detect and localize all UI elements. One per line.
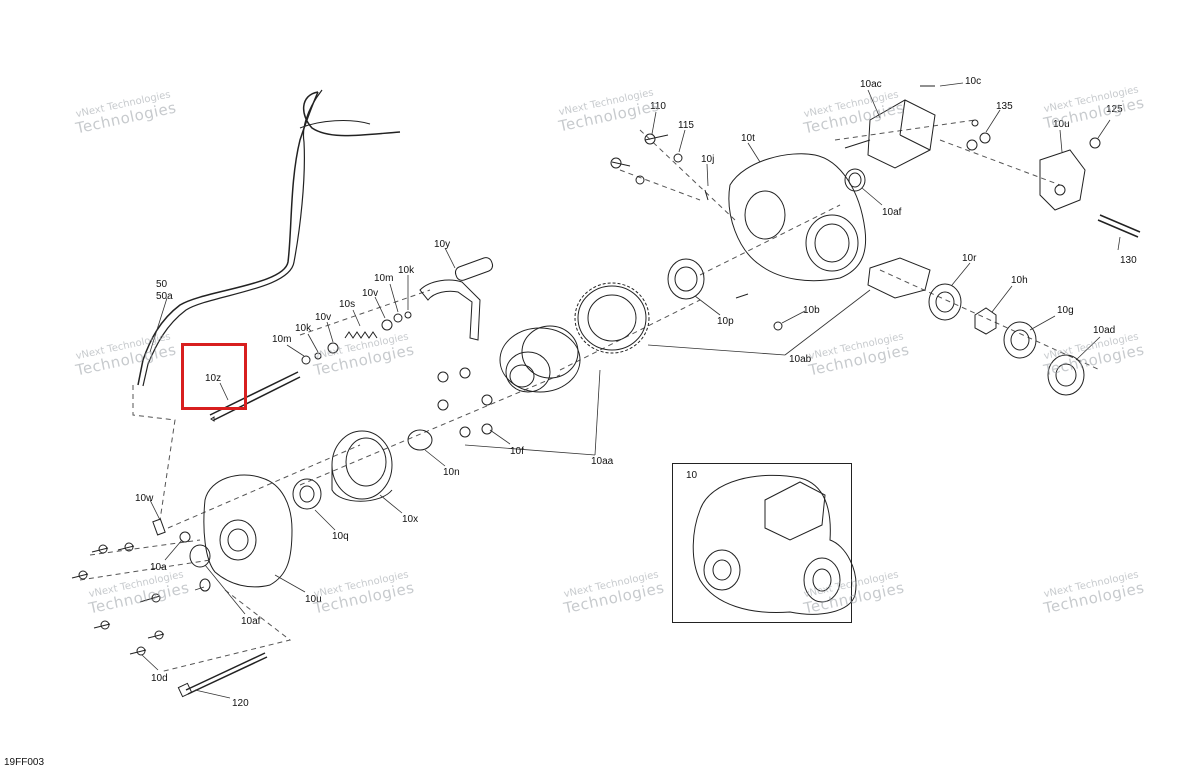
part-callout-135: 135 (996, 101, 1013, 112)
bolt-group-10f (437, 367, 493, 438)
part-callout-130: 130 (1120, 255, 1137, 266)
part-callout-10h: 10h (1011, 275, 1028, 286)
part-callout-10f: 10f (510, 446, 524, 457)
part-callout-10m: 10m (374, 273, 394, 284)
part-callout-10c: 10c (965, 76, 982, 87)
part-callout-10t: 10t (741, 133, 755, 144)
part-callout-10k: 10k (295, 323, 312, 334)
part-callout-10: 10 (686, 470, 698, 481)
part-callout-10p: 10p (717, 316, 734, 327)
left-housing (203, 474, 293, 588)
highlight-box-10z (181, 343, 247, 410)
part-callout-115: 115 (678, 120, 694, 131)
inset-assembly-drawing (692, 474, 857, 615)
bolt-group-left (71, 542, 165, 656)
part-callout-10r: 10r (962, 253, 977, 264)
part-callout-110: 110 (650, 101, 666, 112)
part-callout-10n: 10n (443, 467, 460, 478)
part-callout-120: 120 (232, 698, 249, 709)
assembly-axis-lines (79, 119, 1101, 673)
part-callout-50: 50 (156, 279, 168, 290)
part-callout-10af: 10af (241, 616, 261, 627)
part-callout-10s: 10s (339, 299, 356, 310)
part-callout-10ab: 10ab (789, 354, 812, 365)
part-callout-10v: 10v (362, 288, 379, 299)
spring-10s (344, 331, 378, 339)
part-callout-10u: 10u (305, 594, 322, 605)
part-callout-10w: 10w (135, 493, 154, 504)
actuator-10ac (867, 99, 936, 169)
bearing-10p (667, 258, 705, 300)
part-callout-10a: 10a (150, 562, 167, 573)
carrier-10x (331, 430, 393, 502)
coupler-10ad (1047, 354, 1085, 396)
seal-10af (189, 544, 211, 568)
breather-tube (137, 91, 401, 386)
long-bolt-120 (185, 652, 266, 691)
part-callout-10v: 10v (315, 312, 332, 323)
part-callout-10u: 10u (1053, 119, 1070, 130)
differential-assembly (499, 325, 581, 393)
part-callout-10m: 10m (272, 334, 292, 345)
part-callout-10d: 10d (151, 673, 168, 684)
inset-box (672, 463, 852, 623)
mount-bracket (1039, 149, 1086, 211)
nut-10h (974, 307, 997, 335)
part-callout-10af: 10af (882, 207, 902, 218)
leader-lines (141, 82, 1121, 699)
part-callout-50a: 50a (156, 291, 173, 302)
pinion-shaft (867, 257, 962, 321)
o-ring (407, 429, 433, 451)
part-callout-125: 125 (1106, 104, 1123, 115)
bearing-10q (292, 478, 322, 510)
figure-code: 19FF003 (4, 757, 45, 768)
part-callout-10g: 10g (1057, 305, 1074, 316)
shift-fork (419, 257, 494, 341)
main-housing (728, 153, 867, 282)
part-callout-10k: 10k (398, 265, 415, 276)
part-callout-10z: 10z (205, 373, 222, 384)
part-callout-10b: 10b (803, 305, 820, 316)
part-callout-10ad: 10ad (1093, 325, 1116, 336)
part-callout-10x: 10x (402, 514, 419, 525)
part-callout-10aa: 10aa (591, 456, 614, 467)
part-callout-10y: 10y (434, 239, 451, 250)
part-callout-10q: 10q (332, 531, 349, 542)
part-callout-10j: 10j (701, 154, 715, 165)
part-callout-10ac: 10ac (860, 79, 882, 90)
ring-gear (574, 282, 650, 354)
